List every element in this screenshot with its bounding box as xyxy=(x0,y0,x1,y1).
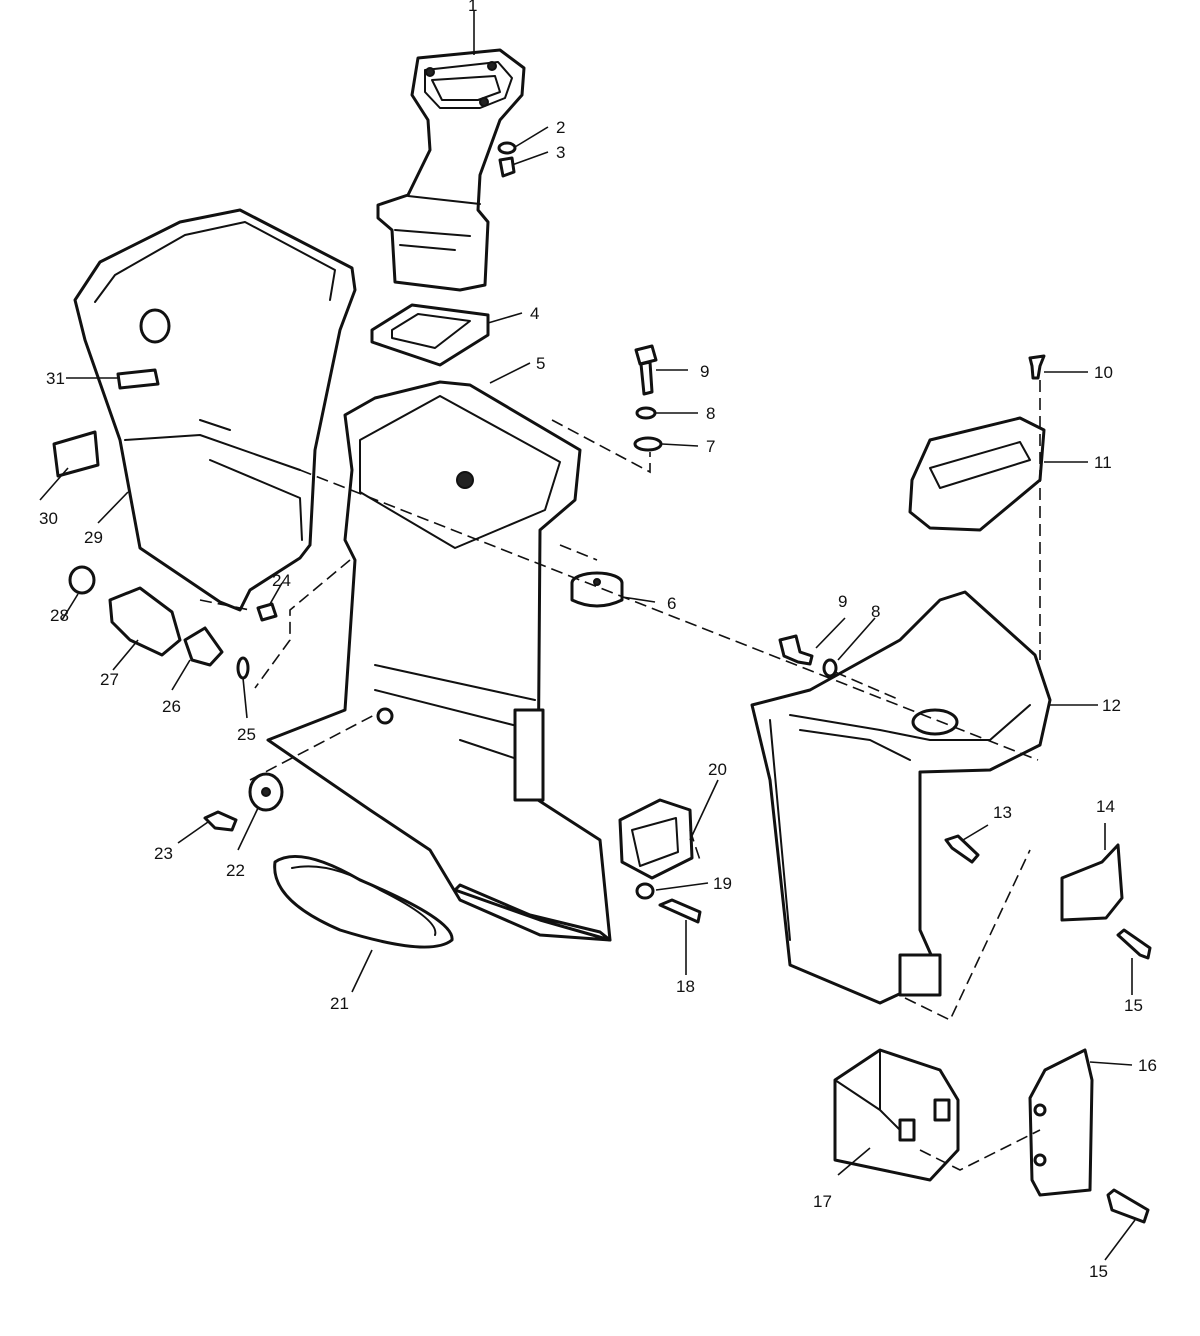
part-screw-15b xyxy=(1106,1188,1150,1224)
part-washer-and-screw xyxy=(497,141,517,178)
callout-27: 27 xyxy=(100,670,119,689)
callout-31: 31 xyxy=(46,369,65,388)
callout-9b: 9 xyxy=(838,592,847,611)
callout-25: 25 xyxy=(237,725,256,744)
callout-16: 16 xyxy=(1138,1056,1157,1075)
callout-18: 18 xyxy=(676,977,695,996)
callout-22: 22 xyxy=(226,861,245,880)
callout-21: 21 xyxy=(330,994,349,1013)
part-rubber-mount xyxy=(570,571,624,608)
callout-14: 14 xyxy=(1096,797,1115,816)
callout-1: 1 xyxy=(468,0,477,15)
part-seal-21 xyxy=(273,854,454,949)
part-bracket-14 xyxy=(1060,843,1124,922)
callout-15b: 15 xyxy=(1089,1262,1108,1281)
part-cowl-half-left xyxy=(73,208,357,612)
part-exhaust-tube xyxy=(376,48,526,292)
callout-11: 11 xyxy=(1094,453,1112,472)
callout-30: 30 xyxy=(39,509,58,528)
part-bolt-10 xyxy=(1028,354,1046,380)
part-gasket xyxy=(370,303,490,367)
part-bolt-13 xyxy=(944,834,980,864)
part-spring-26 xyxy=(183,626,224,667)
leader-lines xyxy=(39,10,1136,1261)
part-pin-24 xyxy=(256,602,278,622)
part-grommet-22 xyxy=(248,772,284,812)
callout-17: 17 xyxy=(813,1192,832,1211)
callout-7: 7 xyxy=(706,437,715,456)
part-clip-25 xyxy=(236,656,250,680)
callout-19: 19 xyxy=(713,874,732,893)
callout-24: 24 xyxy=(272,571,291,590)
callout-10: 10 xyxy=(1094,363,1113,382)
callout-4: 4 xyxy=(530,304,539,323)
callout-23: 23 xyxy=(154,844,173,863)
callout-3: 3 xyxy=(556,143,565,162)
assembly-lines xyxy=(199,380,1041,1171)
part-cover xyxy=(908,416,1046,532)
part-water-pickup xyxy=(618,798,702,924)
part-screw-15a xyxy=(1116,928,1152,960)
part-driveshaft-housing xyxy=(266,380,612,942)
callout-5: 5 xyxy=(536,354,545,373)
callout-15: 15 xyxy=(1124,996,1143,1015)
part-fitting-27 xyxy=(108,586,182,657)
callout-6: 6 xyxy=(667,594,676,613)
part-screw-23 xyxy=(203,810,238,832)
part-adapter-plate xyxy=(750,590,1052,1005)
callout-2: 2 xyxy=(556,118,565,137)
callout-9: 9 xyxy=(700,362,709,381)
callout-29: 29 xyxy=(84,528,103,547)
part-bolt-washer-stack xyxy=(633,344,663,452)
callout-labels: 1 2 3 4 5 6 7 8 9 10 11 12 13 14 15 16 1… xyxy=(39,0,1157,1281)
part-bolt-washer-right xyxy=(778,634,838,678)
callout-12: 12 xyxy=(1102,696,1121,715)
callout-26: 26 xyxy=(162,697,181,716)
callout-28: 28 xyxy=(50,606,69,625)
callout-13: 13 xyxy=(993,803,1012,822)
part-nut-28 xyxy=(68,565,96,595)
callout-8: 8 xyxy=(706,404,715,423)
callout-20: 20 xyxy=(708,760,727,779)
part-decal xyxy=(52,430,100,478)
part-bracket-16 xyxy=(1028,1048,1094,1197)
callout-8b: 8 xyxy=(871,602,880,621)
